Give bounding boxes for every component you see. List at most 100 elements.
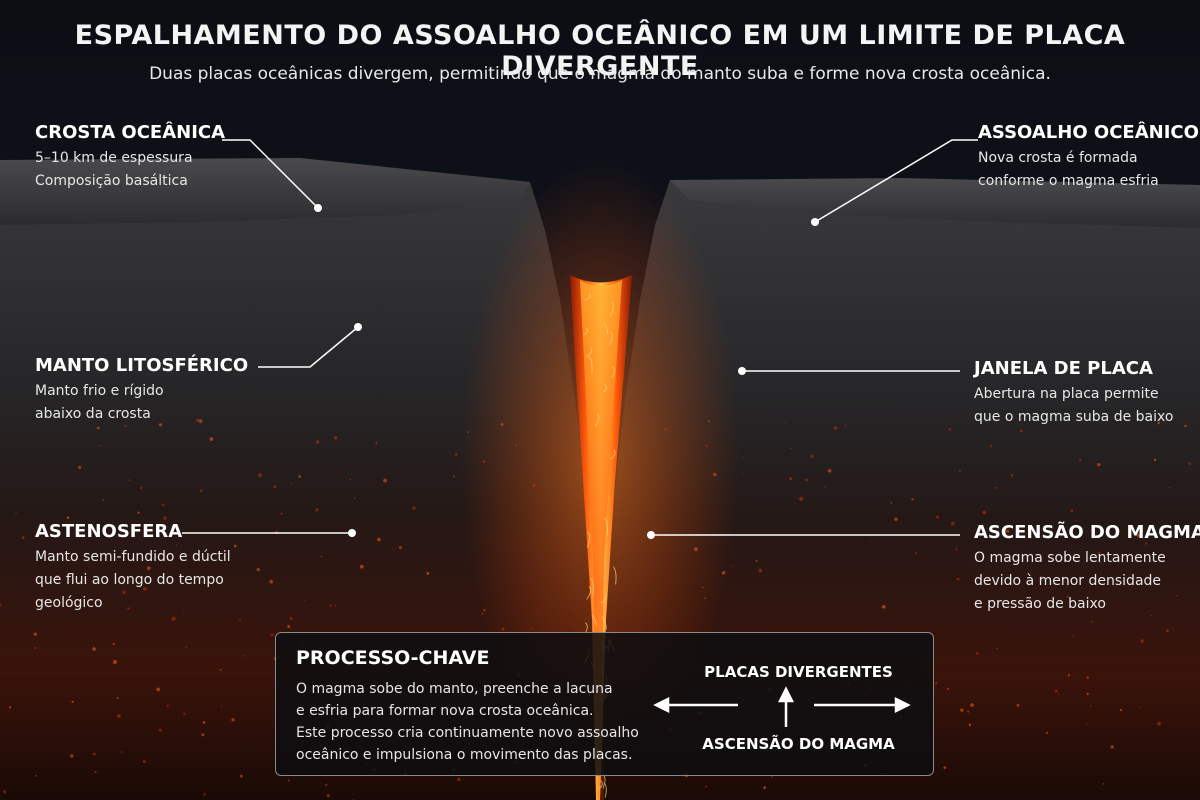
ember-speck bbox=[960, 708, 964, 712]
magma-vein bbox=[609, 301, 614, 318]
ember-speck bbox=[755, 559, 758, 562]
ember-speck bbox=[1139, 706, 1141, 708]
ember-speck bbox=[55, 575, 59, 579]
ember-speck bbox=[1168, 486, 1171, 489]
ember-speck bbox=[327, 794, 330, 797]
magma-rising-label: ASCENSÃO DO MAGMA bbox=[702, 735, 895, 753]
ember-speck bbox=[354, 497, 356, 499]
ember-speck bbox=[71, 700, 74, 703]
ember-speck bbox=[1039, 576, 1042, 579]
ember-speck bbox=[742, 457, 745, 459]
ember-speck bbox=[454, 453, 458, 456]
ember-speck bbox=[1086, 692, 1089, 696]
ember-speck bbox=[935, 682, 937, 685]
ember-speck bbox=[96, 426, 100, 430]
ember-speck bbox=[21, 536, 25, 540]
key-process-line: Este processo cria continuamente novo as… bbox=[296, 725, 639, 741]
pointer-assoalho bbox=[814, 139, 978, 223]
ember-speck bbox=[790, 447, 792, 449]
ember-speck bbox=[162, 503, 165, 507]
ember-speck bbox=[8, 706, 12, 709]
label-line: Abertura na placa permite bbox=[974, 386, 1159, 402]
label-heading: CROSTA OCEÂNICA bbox=[35, 122, 226, 143]
up-arrowhead-icon bbox=[777, 686, 795, 703]
ember-speck bbox=[359, 564, 364, 569]
ember-speck bbox=[844, 424, 847, 427]
ember-speck bbox=[256, 568, 260, 572]
ember-speck bbox=[233, 544, 237, 548]
ember-speck bbox=[1012, 525, 1014, 527]
label-description: Manto semi-fundido e dúctil que flui ao … bbox=[35, 546, 231, 615]
magma-vein bbox=[611, 366, 615, 378]
ember-speck bbox=[375, 442, 378, 444]
ember-speck bbox=[175, 544, 178, 546]
label-line: conforme o magma esfria bbox=[978, 173, 1159, 189]
ember-speck bbox=[1102, 783, 1105, 785]
label-description: Nova crosta é formada conforme o magma e… bbox=[978, 147, 1199, 193]
magma-vein bbox=[608, 331, 613, 346]
magma-vein bbox=[600, 592, 607, 604]
marker-ascensao bbox=[647, 531, 655, 539]
ember-speck bbox=[34, 646, 37, 650]
ember-speck bbox=[158, 728, 162, 732]
ember-speck bbox=[92, 752, 96, 756]
ember-speck bbox=[784, 422, 786, 424]
ember-speck bbox=[196, 418, 199, 422]
label-heading: ASSOALHO OCEÂNICO bbox=[978, 122, 1199, 143]
ember-speck bbox=[1091, 621, 1093, 623]
ember-speck bbox=[200, 489, 203, 493]
ember-speck bbox=[121, 575, 124, 578]
ember-speck bbox=[426, 571, 430, 575]
magma-vein bbox=[588, 355, 593, 374]
diagram-subtitle: Duas placas oceânicas divergem, permitin… bbox=[149, 64, 1051, 84]
ember-speck bbox=[209, 437, 214, 441]
ember-speck bbox=[810, 454, 814, 458]
label-description: Abertura na placa permite que o magma su… bbox=[974, 383, 1173, 429]
magma-vein bbox=[603, 322, 609, 335]
ember-speck bbox=[139, 486, 143, 490]
ember-speck bbox=[329, 604, 332, 607]
magma-vein bbox=[612, 566, 617, 585]
ember-speck bbox=[967, 710, 969, 713]
ember-speck bbox=[869, 541, 871, 543]
ember-speck bbox=[158, 423, 163, 427]
ember-speck bbox=[240, 774, 243, 778]
ember-speck bbox=[1097, 463, 1101, 467]
diverging-plates-label: PLACAS DIVERGENTES bbox=[704, 663, 893, 681]
magma-vein bbox=[604, 517, 608, 536]
ember-speck bbox=[1074, 519, 1077, 522]
label-line: Manto frio e rígido bbox=[35, 383, 164, 399]
label-description: 5–10 km de espessura Composição basáltic… bbox=[35, 147, 225, 193]
ember-speck bbox=[959, 470, 961, 472]
ember-speck bbox=[70, 754, 74, 758]
magma-vein bbox=[591, 614, 598, 627]
ember-speck bbox=[383, 478, 387, 483]
ember-speck bbox=[771, 776, 773, 778]
key-process-line: oceânico e impulsiona o movimento das pl… bbox=[296, 747, 633, 763]
ember-speck bbox=[1079, 458, 1082, 461]
ember-speck bbox=[1067, 674, 1070, 677]
ember-speck bbox=[1110, 745, 1114, 749]
ember-speck bbox=[269, 579, 274, 584]
ember-speck bbox=[319, 782, 321, 785]
ember-speck bbox=[298, 475, 302, 478]
ember-speck bbox=[0, 603, 2, 607]
ember-speck bbox=[289, 616, 293, 620]
magma-vein bbox=[602, 384, 608, 393]
magma-vein bbox=[586, 531, 591, 548]
ember-speck bbox=[996, 647, 998, 649]
ember-speck bbox=[320, 555, 323, 558]
magma-vein bbox=[603, 782, 607, 798]
magma-vein bbox=[586, 586, 592, 600]
ember-speck bbox=[221, 706, 223, 708]
ember-speck bbox=[202, 721, 206, 724]
label-heading: JANELA DE PLACA bbox=[974, 358, 1153, 379]
ember-speck bbox=[280, 512, 283, 515]
motion-arrows bbox=[653, 686, 911, 727]
label-description: Manto frio e rígido abaixo da crosta bbox=[35, 380, 248, 426]
label-manto-litosferico: MANTO LITOSFÉRICO Manto frio e rígido ab… bbox=[35, 355, 248, 426]
ember-speck bbox=[986, 578, 990, 582]
right-arrowhead-icon bbox=[894, 696, 911, 714]
